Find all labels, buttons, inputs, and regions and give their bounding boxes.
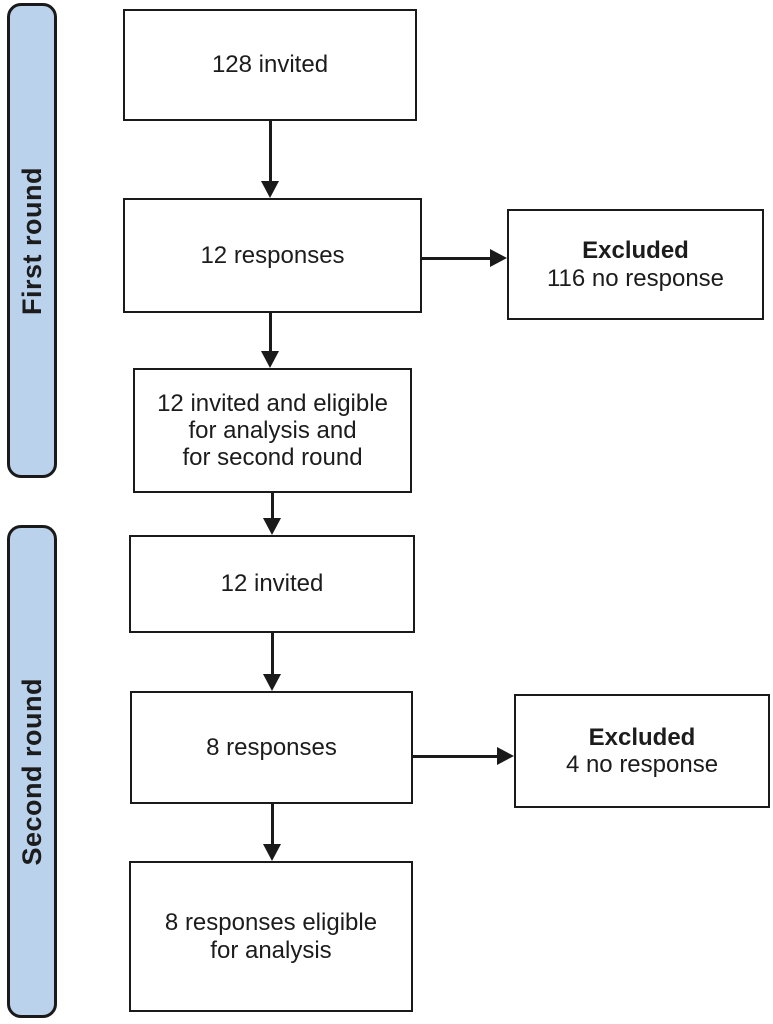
- box-first-round-invited-text: 128 invited: [211, 51, 329, 79]
- round-band-first: First round: [7, 3, 57, 478]
- round-band-second: Second round: [7, 525, 57, 1018]
- arrow-invited-to-responses-first: [260, 121, 280, 198]
- excluded-title-first: Excluded: [582, 237, 689, 265]
- arrowhead-down-icon: [263, 518, 281, 535]
- arrow-shaft: [422, 256, 490, 260]
- arrow-responses-to-excluded-second: [413, 746, 514, 766]
- arrowhead-down-icon: [261, 351, 279, 368]
- round-band-second-label: Second round: [16, 677, 47, 866]
- arrow-invited-to-responses-second: [262, 633, 282, 691]
- arrow-shaft: [268, 121, 272, 181]
- arrow-shaft: [268, 313, 272, 351]
- box-second-round-excluded: Excluded 4 no response: [514, 694, 770, 808]
- arrow-eligible-to-second-invited: [262, 493, 282, 535]
- arrow-responses-to-eligible-first: [260, 313, 280, 368]
- box-first-round-invited: 128 invited: [123, 9, 417, 121]
- arrowhead-right-icon: [497, 747, 514, 765]
- arrowhead-down-icon: [261, 181, 279, 198]
- box-second-round-responses-text: 8 responses: [206, 733, 337, 761]
- arrow-shaft: [270, 493, 274, 518]
- arrow-shaft: [413, 754, 497, 758]
- arrowhead-down-icon: [263, 844, 281, 861]
- excluded-detail-first: 116 no response: [546, 264, 725, 292]
- box-second-round-invited: 12 invited: [129, 535, 415, 633]
- arrowhead-right-icon: [490, 249, 507, 267]
- excluded-detail-second: 4 no response: [565, 751, 719, 778]
- box-first-round-eligible-text: 12 invited and eligible for analysis and…: [157, 389, 388, 472]
- box-first-round-excluded: Excluded 116 no response: [507, 209, 764, 320]
- round-band-first-label: First round: [16, 166, 47, 315]
- arrow-responses-to-excluded-first: [422, 248, 507, 268]
- box-first-round-responses-text: 12 responses: [200, 241, 345, 269]
- box-first-round-responses: 12 responses: [123, 198, 422, 313]
- arrow-responses-to-eligible-second: [262, 804, 282, 861]
- arrowhead-down-icon: [263, 674, 281, 691]
- excluded-title-second: Excluded: [588, 723, 696, 751]
- box-second-round-invited-text: 12 invited: [220, 570, 324, 598]
- arrow-shaft: [270, 804, 274, 844]
- arrow-shaft: [270, 633, 274, 674]
- box-second-round-eligible-text: 8 responses eligible for analysis: [164, 909, 378, 964]
- box-second-round-responses: 8 responses: [130, 691, 413, 804]
- box-first-round-eligible: 12 invited and eligible for analysis and…: [133, 368, 412, 493]
- box-second-round-eligible: 8 responses eligible for analysis: [129, 861, 413, 1012]
